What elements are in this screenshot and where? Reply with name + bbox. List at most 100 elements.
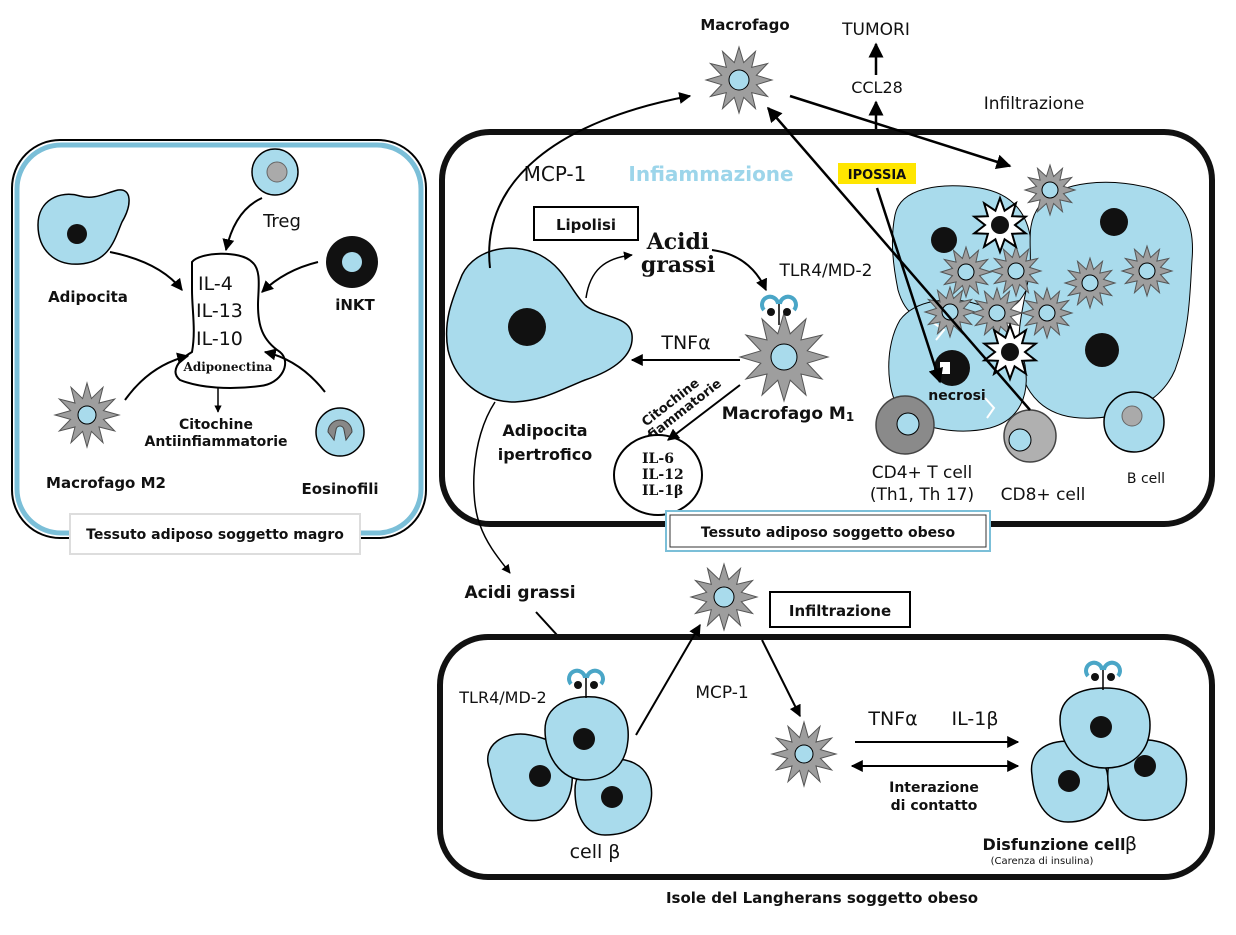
arrow-m2-to-cytokines: [124, 352, 190, 401]
hypertrophic-line1: Adipocita: [502, 421, 587, 440]
arrow-mcp1-to-macrophage: [488, 92, 692, 269]
dys-beta-nucleus-3: [1090, 716, 1112, 738]
cd4-nucleus: [896, 412, 920, 436]
inkt-nucleus: [342, 252, 362, 272]
obese-adipocyte-nucleus-1: [931, 227, 957, 253]
obese-cytokine-il12: IL-12: [642, 467, 684, 483]
contact-line1: Interazione: [889, 780, 979, 796]
eosinophil-cell: [315, 407, 365, 457]
cluster-macrophage-nucleus-8: [941, 303, 959, 321]
hypertrophic-nucleus: [508, 308, 546, 346]
necrosis-marker: [940, 362, 950, 374]
beta-tlr4-receptor: [567, 668, 605, 698]
ccl28-label: CCL28: [851, 78, 903, 97]
m1-label-text: Macrofago M: [722, 404, 846, 424]
adipocyte-nucleus: [67, 224, 87, 244]
eosinophils-label: Eosinofili: [301, 480, 378, 498]
obese-adipocyte-2: [1018, 181, 1193, 419]
necrosis-label: necrosi: [928, 388, 985, 404]
arrow-hypoxia-to-necrosis: [875, 187, 943, 384]
insulin-note: (Carenza di insulina): [991, 856, 1094, 867]
arrow-treg-to-cytokines: [222, 197, 263, 252]
cluster-macrophages: [923, 163, 1174, 340]
lightning-2: [984, 397, 996, 419]
infiltration-box: [769, 591, 911, 628]
arrow-adipocyte-to-fatty-acids: [585, 251, 633, 299]
fatty-acids-line2: grassi: [641, 252, 715, 278]
obese-adipocyte-nucleus-4: [934, 350, 970, 386]
m2-label: Macrofago M2: [46, 474, 166, 492]
obese-adipocyte-nucleus-3: [1085, 333, 1119, 367]
lean-cytokine-il10: IL-10: [196, 328, 243, 350]
arrow-macrophage-infiltrating-islets: [761, 639, 801, 718]
cluster-macrophage-nucleus-1: [1041, 181, 1059, 199]
beta-nucleus-2: [601, 786, 623, 808]
m1-label-sub: 1: [846, 410, 854, 424]
dysfunction-label: Disfunzione cell: [983, 835, 1126, 854]
tlr4-label-obese: TLR4/MD-2: [779, 261, 873, 281]
middle-macrophage-nucleus: [713, 586, 735, 608]
arrow-m1-to-cytokines: [667, 384, 741, 441]
islets-macrophage-nucleus: [794, 744, 814, 764]
islets-tlr4-label: TLR4/MD-2: [458, 688, 546, 707]
lipolysis-label: Lipolisi: [556, 216, 616, 234]
cluster-macrophage-nucleus-2: [957, 263, 975, 281]
anti-inflammatory-line2: Antiinfiammatorie: [144, 434, 287, 450]
islets-panel: TLR4/MD-2 cell β MCP-1 TNFα IL-1β: [437, 623, 1215, 880]
obese-cytokine-il6: IL-6: [642, 451, 674, 467]
inflammation-label: Infiammazione: [628, 162, 793, 186]
islets-il1b-label: IL-1β: [952, 708, 999, 730]
cluster-macrophage-nucleus-3: [1007, 262, 1025, 280]
cluster-macrophage-nucleus-7: [1038, 304, 1056, 322]
anti-inflammatory-line1: Citochine: [179, 417, 253, 433]
necrotic-cell-2-nucleus: [1001, 343, 1019, 361]
beta-cell-label: cell β: [570, 841, 621, 863]
cd8-nucleus: [1008, 428, 1032, 452]
beta-nucleus-1: [529, 765, 551, 787]
cluster-macrophage-nucleus-4: [1081, 274, 1099, 292]
inflammatory-cytokine-circle: [613, 434, 703, 516]
cluster-macrophage-nucleus-5: [1138, 262, 1156, 280]
lean-cytokine-il4: IL-4: [198, 273, 233, 295]
lean-caption: Tessuto adiposo soggetto magro: [86, 527, 344, 543]
arrow-macrophage-infiltration: [789, 94, 1012, 170]
arrow-adipocyte-to-fatty-acids-blood: [473, 401, 511, 574]
adipocyte-label: Adipocita: [48, 288, 128, 306]
lean-cytokine-il13: IL-13: [196, 300, 243, 322]
adiponectin-label: Adiponectina: [183, 360, 273, 374]
b-cell-nucleus: [1121, 405, 1143, 427]
dysfunctional-beta-cluster: [1030, 660, 1188, 823]
arrow-inkt-to-cytokines: [261, 261, 319, 293]
hypertrophic-line2: ipertrofico: [498, 445, 593, 464]
mcp1-label: MCP-1: [524, 162, 587, 186]
cd8-label: CD8+ cell: [1001, 485, 1086, 505]
middle-area: Acidi grassi Infiltrazione: [464, 401, 911, 659]
lightning-1: [931, 321, 946, 341]
beta-nucleus-3: [573, 728, 595, 750]
cd4-line1: CD4+ T cell: [872, 463, 972, 483]
m1-nucleus: [770, 343, 798, 371]
inkt-label: iNKT: [335, 296, 375, 314]
top-macrophage-label: Macrofago: [700, 16, 789, 34]
hypoxia-label: IPOSSIA: [848, 168, 906, 183]
arrow-eosinophil-to-cytokines: [263, 348, 326, 393]
fatty-acids-line1: Acidi: [646, 229, 710, 255]
obese-adipocyte-nucleus-2: [1100, 208, 1128, 236]
dysfunction-beta: β: [1125, 833, 1137, 855]
arrow-fatty-acids-to-m1: [711, 249, 767, 292]
bcell-label: B cell: [1127, 471, 1165, 487]
m1-label: Macrofago M1: [722, 404, 854, 424]
lean-panel: Adipocita Treg iNKT IL-4 IL-13 IL-10 Adi…: [11, 139, 427, 555]
tumors-label: TUMORI: [841, 20, 910, 40]
obese-caption: Tessuto adiposo soggetto obeso: [701, 525, 956, 541]
obese-panel: MCP-1 Infiammazione IPOSSIA Lipolisi Aci…: [439, 92, 1215, 552]
hypoxia-badge: [838, 163, 916, 184]
dys-beta-receptor: [1084, 660, 1122, 690]
islets-mcp1-label: MCP-1: [695, 683, 748, 703]
islets-caption: Isole del Langherans soggetto obeso: [666, 889, 978, 907]
cluster-macrophage-nucleus-6: [988, 304, 1006, 322]
m2-nucleus: [77, 405, 97, 425]
islets-tnfa-label: TNFα: [867, 708, 917, 730]
eosinophil-nucleus: [327, 419, 353, 442]
